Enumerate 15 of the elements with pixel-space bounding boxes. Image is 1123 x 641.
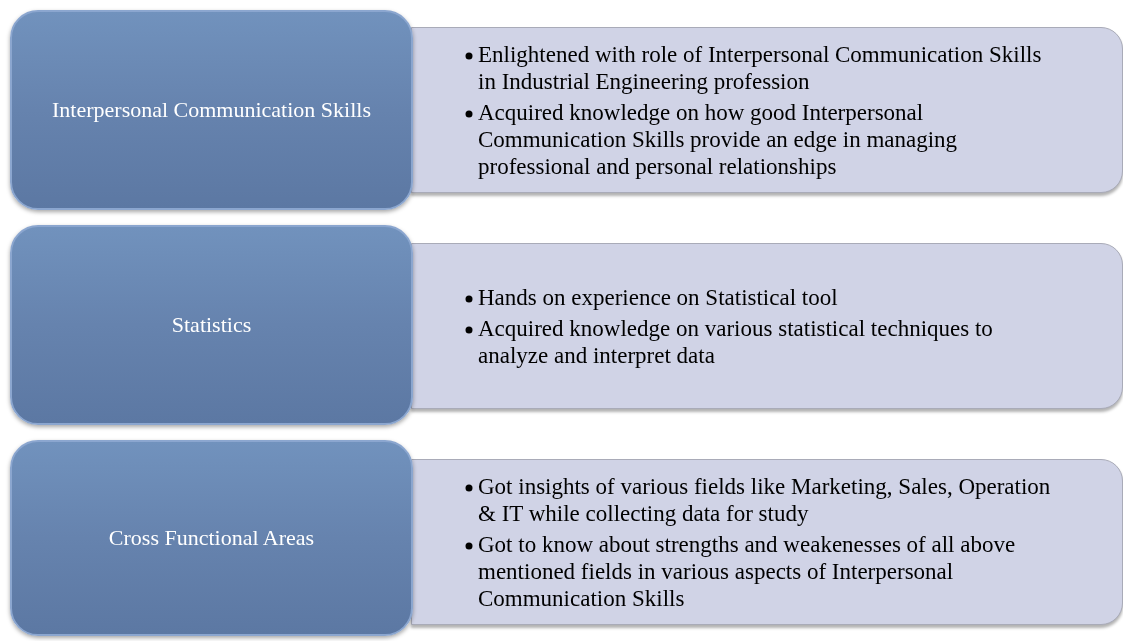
detail-panel xyxy=(411,27,1123,193)
bullet-text: Got to know about strengths and weakenesses of all above mentioned fields in various aspects of Interpersonal Communication Skills xyxy=(478,530,1017,612)
bullet-text: Acquired knowledge on how good Interpersonal Communication Skills provide an edge in managing professional and personal relationships xyxy=(478,98,959,180)
detail-panel xyxy=(411,459,1123,625)
category-box xyxy=(10,225,413,425)
category-box xyxy=(10,440,413,636)
detail-panel xyxy=(411,243,1123,409)
bullet-text: Acquired knowledge on various statistical techniques to analyze and interpret data xyxy=(478,314,994,369)
category-label: Statistics xyxy=(171,311,252,339)
category-label: Cross Functional Areas xyxy=(108,524,315,552)
category-box xyxy=(10,10,413,210)
bullet-text: Enlightened with role of Interpersonal Communication Skills in Industrial Engineering profession xyxy=(478,40,1043,95)
category-label: Interpersonal Communication Skills xyxy=(52,96,371,124)
bullet-text: Hands on experience on Statistical tool xyxy=(478,283,838,311)
bullet-text: Got insights of various fields like Marketing, Sales, Operation & IT while collecting data for study xyxy=(478,472,1052,527)
